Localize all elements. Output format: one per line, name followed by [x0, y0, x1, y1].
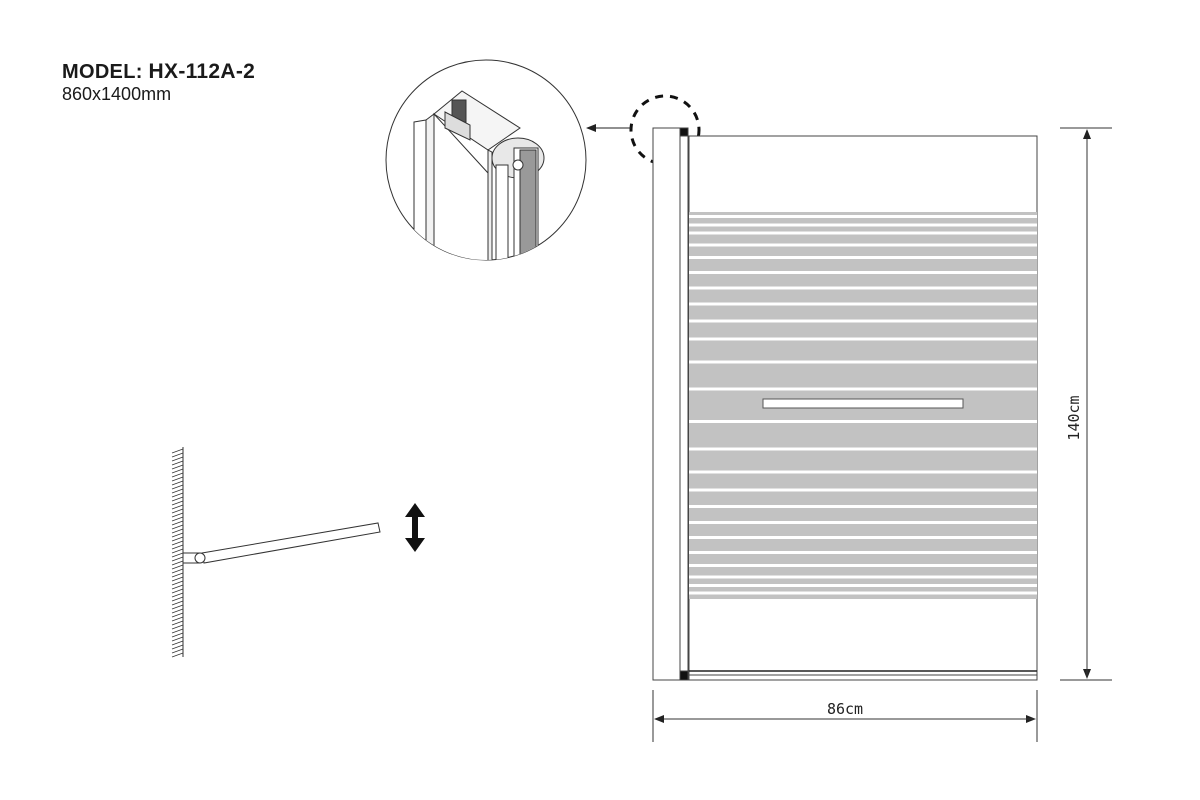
wall-hatch — [171, 596, 184, 602]
wall-hatch — [171, 584, 184, 590]
model-number: HX-112A-2 — [148, 60, 256, 83]
wall-hatch — [171, 640, 184, 646]
wall-hatch — [171, 648, 184, 654]
stripe-gap — [689, 420, 1037, 423]
wall-hatch — [171, 568, 184, 574]
stripe-gap — [689, 271, 1037, 274]
stripe-gap — [689, 302, 1037, 306]
detail-callout-circle — [629, 94, 701, 166]
stripe-gap — [689, 488, 1037, 492]
wall-hatch — [171, 588, 184, 594]
wall-hatch — [171, 652, 184, 658]
wall-hatch — [171, 552, 184, 558]
wall-hatch — [171, 448, 184, 454]
stripe-gap — [689, 223, 1037, 227]
stripe-gap — [689, 231, 1037, 235]
wall-hatch — [171, 560, 184, 566]
wall-hatch — [171, 632, 184, 638]
wall-hatch — [171, 616, 184, 622]
shower-screen — [652, 127, 1038, 681]
stripe-gap — [689, 319, 1037, 323]
wall-hatch — [171, 572, 184, 578]
profile-detail — [385, 59, 587, 261]
stripe-gap — [689, 337, 1037, 341]
wall-hatch — [171, 500, 184, 506]
wall-hatch — [171, 576, 184, 582]
wall-hatch — [171, 612, 184, 618]
wall-hatch — [171, 480, 184, 486]
wall-hatch — [171, 512, 184, 518]
wall-hatch — [171, 524, 184, 530]
stripe-gap — [689, 387, 1037, 391]
height-dimension — [1060, 127, 1112, 681]
stripe-gap — [689, 584, 1037, 587]
stripe-gap — [689, 286, 1037, 290]
hinge-profile — [679, 127, 689, 681]
stripe-gap — [689, 536, 1037, 539]
stripe-gap — [689, 521, 1037, 524]
wall-hatch — [171, 564, 184, 570]
wall-hatch — [171, 544, 184, 550]
hinge-top — [679, 127, 689, 137]
fixed-strip — [652, 127, 681, 681]
model-label: MODEL: — [62, 61, 143, 83]
wall-hatch — [171, 460, 184, 466]
stripe-gap — [689, 505, 1037, 508]
wall-hatch — [171, 464, 184, 470]
wall-hatch — [171, 548, 184, 554]
wall-hatch — [171, 536, 184, 542]
stripe-gap — [689, 564, 1037, 567]
width-dimension — [652, 690, 1038, 742]
wall-hatch — [171, 540, 184, 546]
wall-hatch — [171, 516, 184, 522]
wall-hatch — [171, 600, 184, 606]
height-label: 140cm — [1065, 395, 1083, 440]
wall-hatch — [171, 624, 184, 630]
wall-hatch — [171, 580, 184, 586]
wall-hatch — [171, 620, 184, 626]
width-label: 86cm — [827, 700, 863, 718]
top-view — [171, 447, 381, 658]
wall-hatch — [171, 492, 184, 498]
wall-hatch — [171, 472, 184, 478]
wall-hatch — [171, 604, 184, 610]
wall-hatch — [171, 520, 184, 526]
wall-hatch — [171, 488, 184, 494]
wall-hatch — [171, 504, 184, 510]
wall-hatch — [171, 484, 184, 490]
model-size: 860x1400mm — [62, 84, 172, 104]
stripe-gap — [689, 551, 1037, 554]
wall-hatch — [171, 592, 184, 598]
wall-hatch — [171, 608, 184, 614]
stripe-gap — [689, 360, 1037, 364]
hinge-bottom — [679, 670, 689, 681]
wall-hatch — [171, 496, 184, 502]
wall-hatch — [171, 628, 184, 634]
stripe-gap — [689, 447, 1037, 451]
model-title: MODEL: HX-112A-2 — [62, 60, 255, 84]
stripe-gap — [689, 470, 1037, 474]
wall-hatch — [171, 468, 184, 474]
wall-hatch — [171, 556, 184, 562]
stripe-gap — [689, 215, 1037, 218]
stripe-gap — [689, 243, 1037, 247]
wall-hatch — [171, 636, 184, 642]
wall-hatch — [171, 452, 184, 458]
wall-hatch — [171, 476, 184, 482]
stripe-gap — [689, 575, 1037, 579]
wall-hatch — [171, 456, 184, 462]
stripe-gap — [689, 256, 1037, 259]
stripe-gap — [689, 591, 1037, 595]
wall-hatch — [171, 532, 184, 538]
swing-arrow-icon — [405, 503, 425, 552]
wall-hatch — [171, 644, 184, 650]
handle — [762, 398, 964, 409]
wall-hatch — [171, 508, 184, 514]
wall-hatch — [171, 528, 184, 534]
